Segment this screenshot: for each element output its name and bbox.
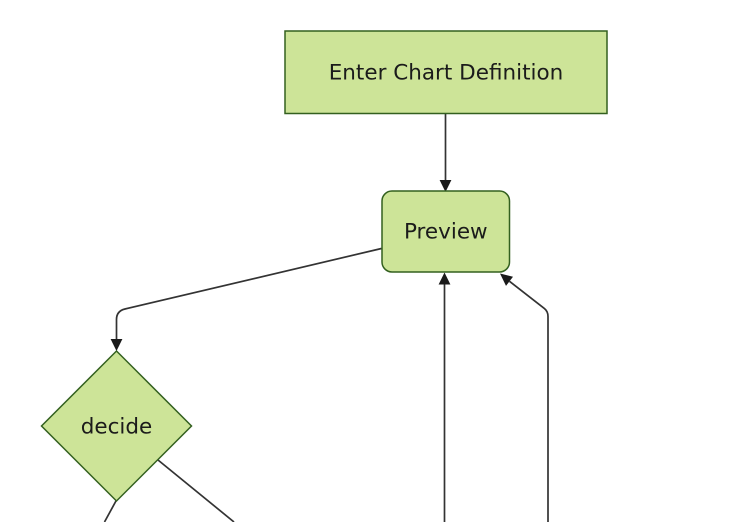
node-label: decide: [81, 415, 153, 440]
node-label: Enter Chart Definition: [329, 61, 564, 86]
edge-enter-to-preview: [439, 113, 452, 192]
edge-decide-down-left: [103, 499, 118, 522]
edge-bottom-right-to-preview: [500, 273, 549, 522]
arrowhead-down-icon: [439, 180, 452, 192]
edge-line: [103, 499, 118, 522]
arrowhead-down-icon: [110, 339, 123, 351]
node-decide: decide: [40, 349, 193, 503]
edge-line: [508, 280, 549, 522]
arrowhead-up-icon: [438, 272, 451, 285]
node-preview: Preview: [381, 190, 511, 273]
edge-decide-down-right: [157, 459, 235, 522]
arrowhead-up-left-icon: [500, 273, 513, 286]
edge-bottom-to-preview: [438, 272, 451, 522]
rectangle-node-shape: [284, 30, 608, 115]
edge-line: [115, 247, 382, 339]
node-label: Preview: [404, 220, 488, 245]
edge-preview-to-decide: [110, 247, 382, 351]
rounded-rectangle-node-shape: [381, 190, 511, 273]
node-enter-chart-definition: Enter Chart Definition: [284, 30, 608, 115]
edge-line: [157, 459, 235, 522]
diamond-node-shape: [40, 349, 193, 503]
